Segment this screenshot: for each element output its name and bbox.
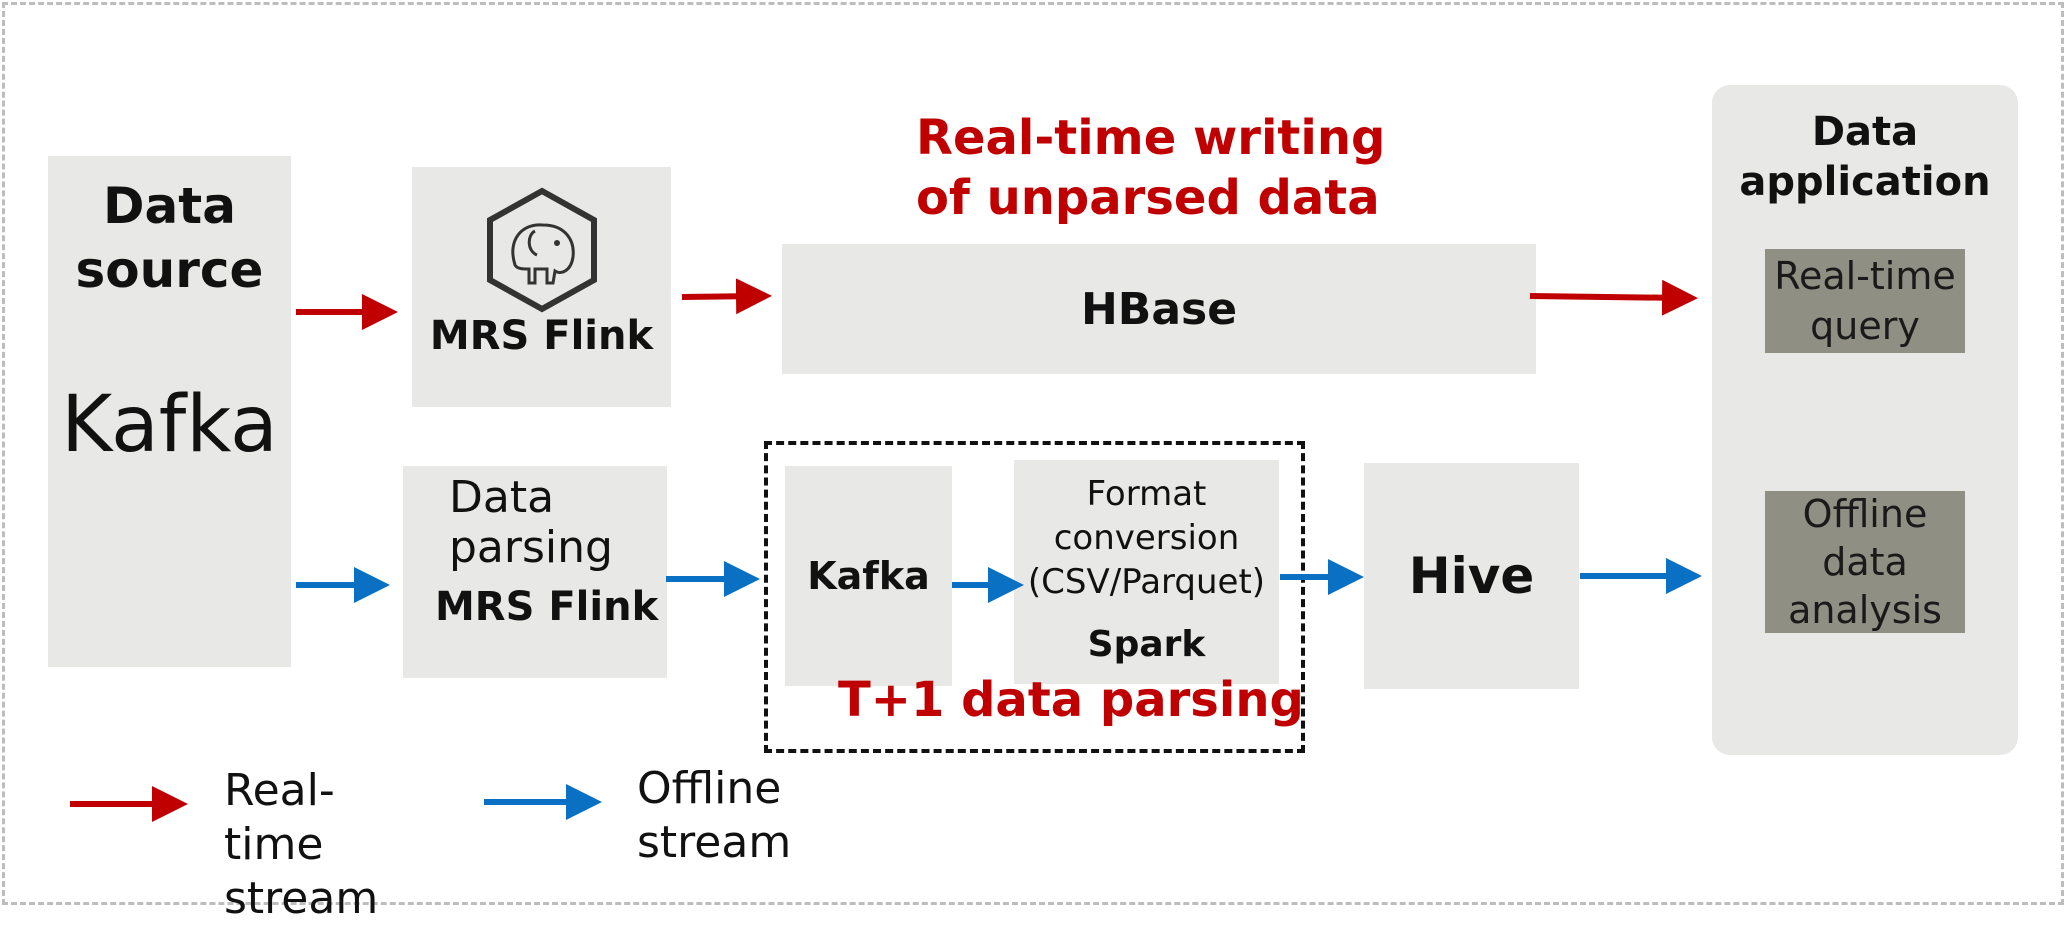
- format-conversion-box: Format conversion (CSV/Parquet) Spark: [1014, 460, 1279, 684]
- arrow-flink-to-hbase: [681, 278, 772, 315]
- offline-analysis-label: Offline data analysis: [1788, 492, 1942, 632]
- data-application-title: Data application: [1739, 109, 1991, 205]
- data-parsing-line2: parsing: [449, 522, 613, 573]
- hive-label: Hive: [1408, 547, 1535, 605]
- legend-offline-label: Offline stream: [637, 763, 792, 868]
- hbase-box: HBase: [782, 244, 1536, 374]
- data-source-title: Data source: [75, 177, 264, 299]
- mrs-flink-label: MRS Flink: [429, 313, 654, 359]
- t1-data-parsing-caption: T+1 data parsing: [838, 672, 1304, 728]
- t1-group-frame: [764, 441, 1305, 753]
- realtime-query-label: Real-time query: [1774, 254, 1956, 348]
- kafka-source-label: Kafka: [61, 380, 278, 470]
- legend-realtime-label: Real-time stream: [224, 765, 379, 924]
- data-application-panel: Data application Real-time query Offline…: [1712, 85, 2018, 755]
- realtime-query-box: Real-time query: [1765, 249, 1965, 353]
- spark-label: Spark: [1087, 624, 1206, 665]
- elephant-hexagon-icon: [486, 187, 597, 313]
- data-source-box: Data source Kafka: [48, 156, 291, 667]
- t1-kafka-label: Kafka: [807, 554, 930, 598]
- data-parsing-box: Data parsing MRS Flink: [403, 466, 667, 678]
- offline-analysis-box: Offline data analysis: [1765, 491, 1965, 633]
- realtime-write-caption: Real-time writing of unparsed data: [916, 110, 1386, 226]
- mrs-flink-realtime-box: MRS Flink: [412, 167, 671, 407]
- hive-box: Hive: [1364, 463, 1579, 689]
- t1-kafka-box: Kafka: [785, 466, 952, 686]
- diagram-frame: [2, 2, 2064, 905]
- hbase-label: HBase: [1080, 283, 1238, 335]
- data-parsing-engine: MRS Flink: [435, 584, 659, 630]
- format-conversion-label: Format conversion (CSV/Parquet): [1027, 474, 1266, 602]
- arrow-hbase-to-application: [1529, 279, 1698, 316]
- data-parsing-line1: Data: [449, 472, 555, 523]
